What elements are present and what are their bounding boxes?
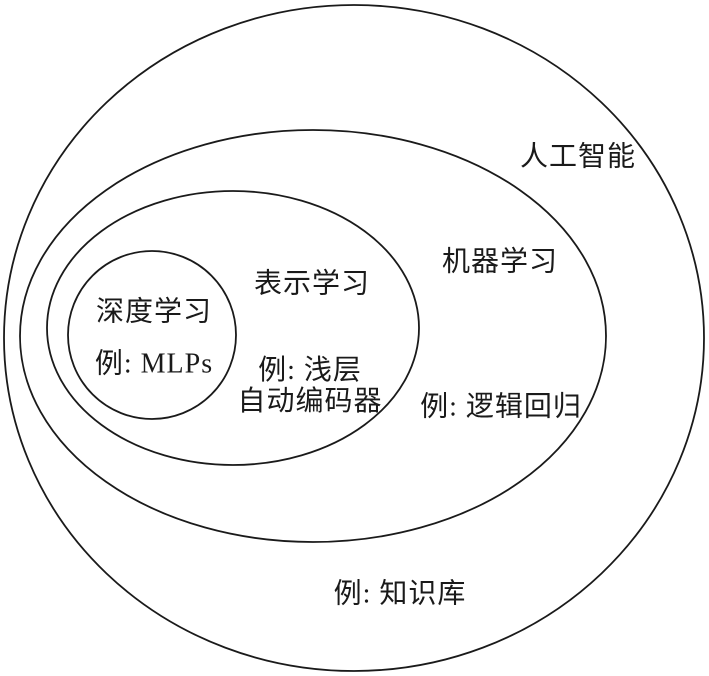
- machine-learning-example: 例: 逻辑回归: [420, 391, 582, 423]
- deep-learning-example: 例: MLPs: [94, 348, 214, 380]
- machine-learning-ellipse: [19, 129, 607, 543]
- representation-learning-example-line1: 例: 浅层: [258, 355, 362, 386]
- artificial-intelligence-ellipse: [3, 4, 705, 672]
- representation-learning-label: 表示学习: [253, 268, 371, 300]
- deep-learning-circle: [67, 250, 237, 420]
- artificial-intelligence-label: 人工智能: [519, 141, 637, 173]
- artificial-intelligence-example: 例: 知识库: [333, 578, 467, 610]
- representation-learning-example-line2: 自动编码器: [237, 386, 383, 417]
- representation-learning-example: 例: 浅层 自动编码器: [237, 355, 382, 417]
- machine-learning-label: 机器学习: [441, 246, 559, 278]
- deep-learning-label: 深度学习: [95, 296, 213, 328]
- representation-learning-ellipse: [46, 190, 420, 466]
